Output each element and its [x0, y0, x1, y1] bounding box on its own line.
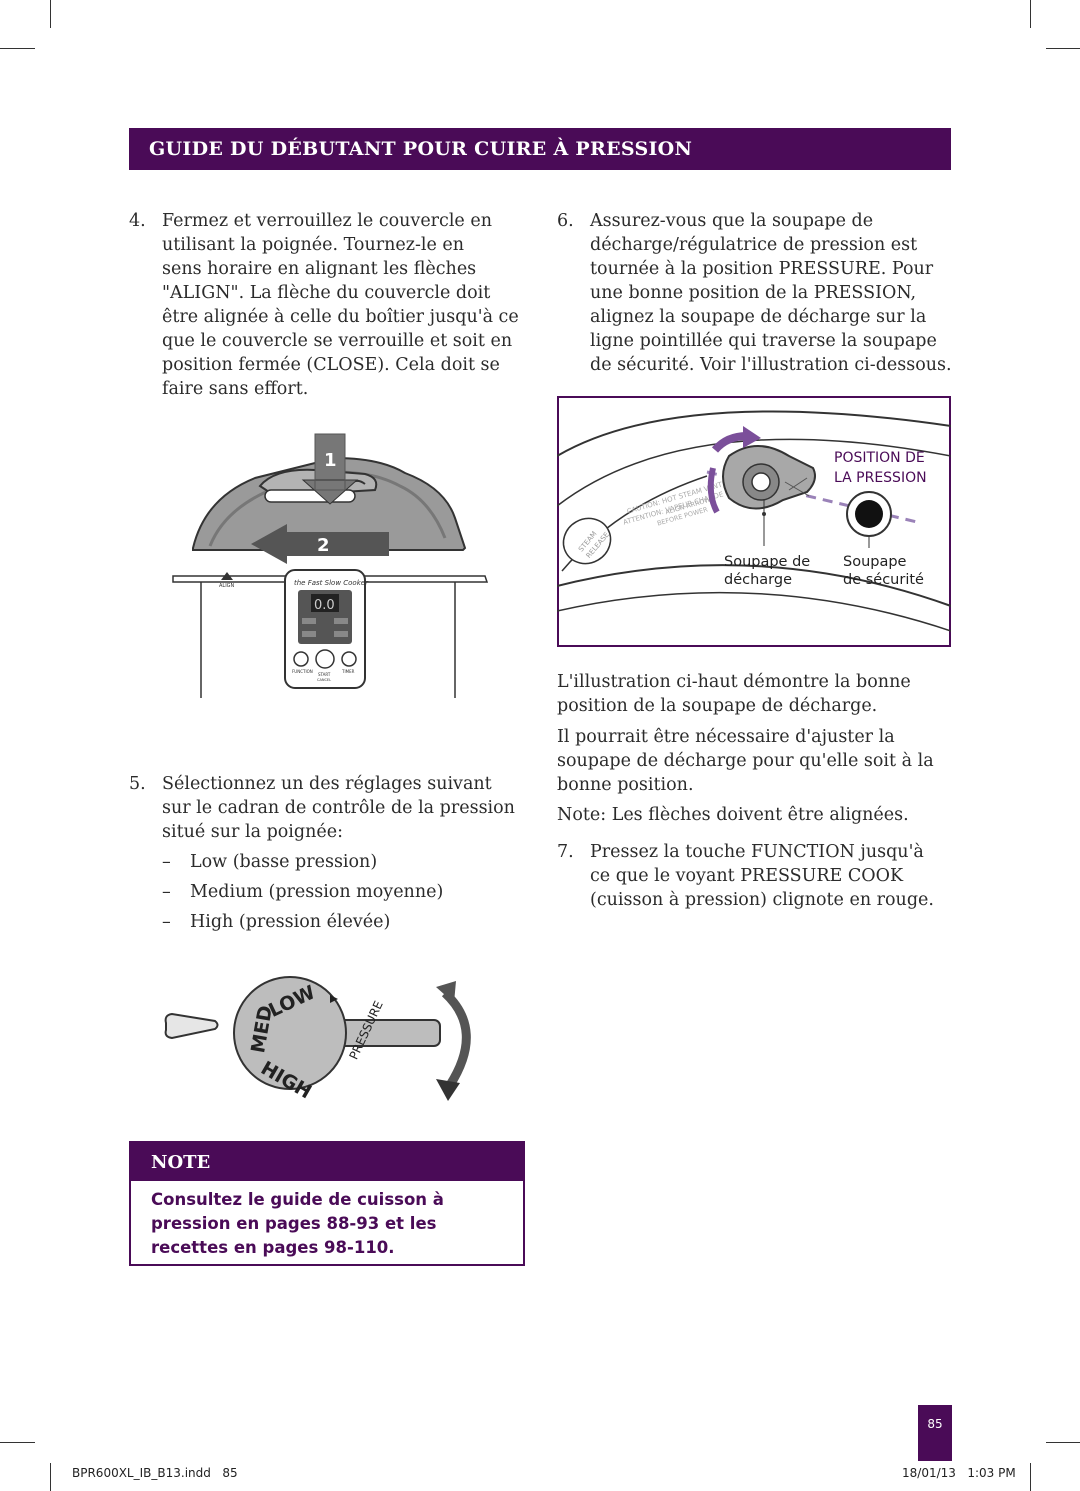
- step-number: 4.: [129, 211, 146, 231]
- rotate-arrow-icon: [441, 989, 471, 1088]
- step-line: position fermée (CLOSE). Cela doit se: [162, 355, 500, 375]
- para-line: soupape de décharge pour qu'elle soit à …: [557, 751, 934, 771]
- step-line: sens horaire en alignant les flèches: [162, 259, 477, 279]
- para-line: Il pourrait être nécessaire d'ajuster la: [557, 727, 895, 747]
- start-label: START: [318, 672, 331, 677]
- para-line: L'illustration ci-haut démontre la bonne: [557, 672, 911, 692]
- paragraph-illustration: L'illustration ci-haut démontre la bonne…: [557, 670, 957, 718]
- paragraph-adjust: Il pourrait être nécessaire d'ajuster la…: [557, 725, 957, 797]
- valve-label: Soupape de: [724, 554, 810, 570]
- para-line: bonne position.: [557, 775, 694, 795]
- crop-mark: [50, 1463, 51, 1491]
- step-line: Fermez et verrouillez le couvercle en: [162, 211, 492, 231]
- step-line: "ALIGN". La flèche du couvercle doit: [162, 283, 491, 303]
- para-line: position de la soupape de décharge.: [557, 696, 878, 716]
- note-line: pression en pages 88-93 et les: [151, 1214, 437, 1233]
- step-number: 6.: [557, 211, 574, 231]
- crop-mark: [1046, 48, 1080, 49]
- display-readout: 0.0: [314, 598, 335, 613]
- step-line: situé sur la poignée:: [162, 822, 343, 842]
- lid-lock-illustration: 1 2 ALIGN the Fast Slow Cooker 0.0 FUNCT…: [172, 433, 489, 698]
- pointer-arrow-icon: [164, 1012, 219, 1040]
- pressure-option: –Medium (pression moyenne): [162, 882, 444, 902]
- crop-mark: [1030, 1463, 1031, 1491]
- step-6: 6. Assurez-vous que la soupape de déchar…: [557, 209, 957, 377]
- step-line: ligne pointillée qui traverse la soupape: [590, 331, 937, 351]
- dial-knob: [233, 976, 347, 1090]
- paragraph-note: Note: Les flèches doivent être alignées.: [557, 803, 957, 827]
- cancel-label: CANCEL: [317, 678, 331, 682]
- page-number: 85: [918, 1405, 952, 1461]
- timer-label: TIMER: [341, 669, 355, 674]
- brand-label: the Fast Slow Cooker: [294, 579, 369, 587]
- arrow-2-label: 2: [317, 535, 330, 556]
- position-label: LA PRESSION: [834, 470, 927, 486]
- step-line: alignez la soupape de décharge sur la: [590, 307, 927, 327]
- arrow-1-label: 1: [324, 450, 337, 471]
- function-label: FUNCTION: [292, 669, 313, 674]
- position-label: POSITION DE: [834, 450, 925, 466]
- step-7: 7. Pressez la touche FUNCTION jusqu'à ce…: [557, 840, 957, 912]
- crop-mark: [1030, 0, 1031, 28]
- footer-filename: BPR600XL_IB_B13.indd 85: [72, 1466, 238, 1480]
- step-line: de sécurité. Voir l'illustration ci-dess…: [590, 355, 952, 375]
- align-label: ALIGN: [219, 583, 235, 589]
- note-line: Consultez le guide de cuisson à: [151, 1190, 444, 1209]
- step-5: 5. Sélectionnez un des réglages suivant …: [129, 772, 529, 844]
- crop-mark: [0, 1442, 35, 1443]
- crop-mark: [0, 48, 35, 49]
- step-line: que le couvercle se verrouille et soit e…: [162, 331, 513, 351]
- step-line: décharge/régulatrice de pression est: [590, 235, 918, 255]
- footer-datetime: 18/01/13 1:03 PM: [902, 1466, 1016, 1480]
- valve-label: décharge: [724, 572, 792, 588]
- step-number: 7.: [557, 842, 574, 862]
- safety-label: de sécurité: [843, 572, 924, 588]
- step-number: 5.: [129, 774, 146, 794]
- para-line: Note: Les flèches doivent être alignées.: [557, 805, 909, 825]
- step-line: Sélectionnez un des réglages suivant: [162, 774, 492, 794]
- pressure-option: –High (pression élevée): [162, 912, 391, 932]
- step-line: sur le cadran de contrôle de la pression: [162, 798, 515, 818]
- crop-mark: [50, 0, 51, 28]
- lid-shape: [192, 456, 467, 551]
- step-line: tournée à la position PRESSURE. Pour: [590, 259, 934, 279]
- valve-illustration: STEAM RELEASE CAUTION: HOT STEAM VENT AT…: [557, 396, 951, 647]
- step-line: ce que le voyant PRESSURE COOK: [590, 866, 904, 886]
- pressure-dial-illustration: LOW MED HIGH PRESSURE: [164, 976, 471, 1103]
- crop-mark: [1046, 1442, 1080, 1443]
- step-line: utilisant la poignée. Tournez-le en: [162, 235, 465, 255]
- safety-label: Soupape: [843, 554, 907, 570]
- note-heading: NOTE: [131, 1143, 523, 1181]
- step-line: faire sans effort.: [162, 379, 309, 399]
- pressure-option: –Low (basse pression): [162, 852, 378, 872]
- note-line: recettes en pages 98-110.: [151, 1238, 395, 1257]
- step-line: une bonne position de la PRESSION,: [590, 283, 917, 303]
- timer-knob: [341, 651, 357, 667]
- function-knob: [293, 651, 309, 667]
- step-line: (cuisson à pression) clignote en rouge.: [590, 890, 934, 910]
- start-knob: [315, 649, 335, 669]
- step-line: Pressez la touche FUNCTION jusqu'à: [590, 842, 924, 862]
- note-box: NOTE Consultez le guide de cuisson à pre…: [129, 1141, 525, 1266]
- step-4: 4. Fermez et verrouillez le couvercle en…: [129, 209, 529, 401]
- section-title: GUIDE DU DÉBUTANT POUR CUIRE À PRESSION: [129, 128, 951, 170]
- step-line: Assurez-vous que la soupape de: [590, 211, 874, 231]
- step-line: être alignée à celle du boîtier jusqu'à …: [162, 307, 519, 327]
